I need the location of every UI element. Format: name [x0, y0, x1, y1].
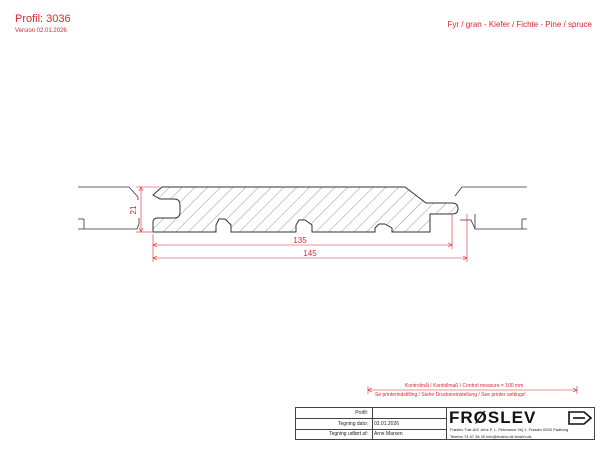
dimension-total-width	[152, 214, 468, 262]
dimension-inner-width	[152, 214, 453, 249]
drawing-date-label: Tegning dato:	[337, 421, 368, 427]
dimension-inner-width-label: 135	[293, 236, 307, 245]
drawing-date-value: 02.01.2026	[374, 421, 400, 427]
control-measure-line	[367, 386, 578, 394]
drawn-by-value: Arne Marxen	[374, 431, 403, 437]
control-measure-note: Kontrolmål / Kontollmaß / Control measur…	[405, 383, 524, 389]
profil-label: Profil:	[355, 410, 368, 416]
profile-section	[152, 186, 459, 233]
dimension-thickness-label: 21	[129, 205, 138, 214]
wood-species: Fyr / gran - Kiefer / Fichte - Pine / sp…	[447, 20, 593, 29]
company-address: Frøslev Træ A/S Jens P. L. Petersens Vej…	[450, 427, 569, 432]
printer-settings-note: Se printerindstilling / Siehe Druckerein…	[375, 392, 526, 398]
company-logo: FRØSLEV	[449, 408, 537, 427]
title-block: Profil: Tegning dato: 02.01.2026 Tegning…	[295, 407, 595, 440]
version-label: Version 02.01.2026	[15, 28, 67, 34]
dimension-total-width-label: 145	[303, 249, 317, 258]
dimension-thickness	[136, 186, 160, 233]
right-neighbour-board	[454, 186, 527, 230]
logo-arrow-icon	[568, 411, 592, 425]
profile-title: Profil: 3036	[15, 13, 71, 25]
company-contact: Telefon 74 67 36 00 info@froslev.dk fros…	[450, 434, 532, 439]
left-neighbour-board	[78, 186, 140, 230]
drawn-by-label: Tegning udført af:	[329, 431, 368, 437]
